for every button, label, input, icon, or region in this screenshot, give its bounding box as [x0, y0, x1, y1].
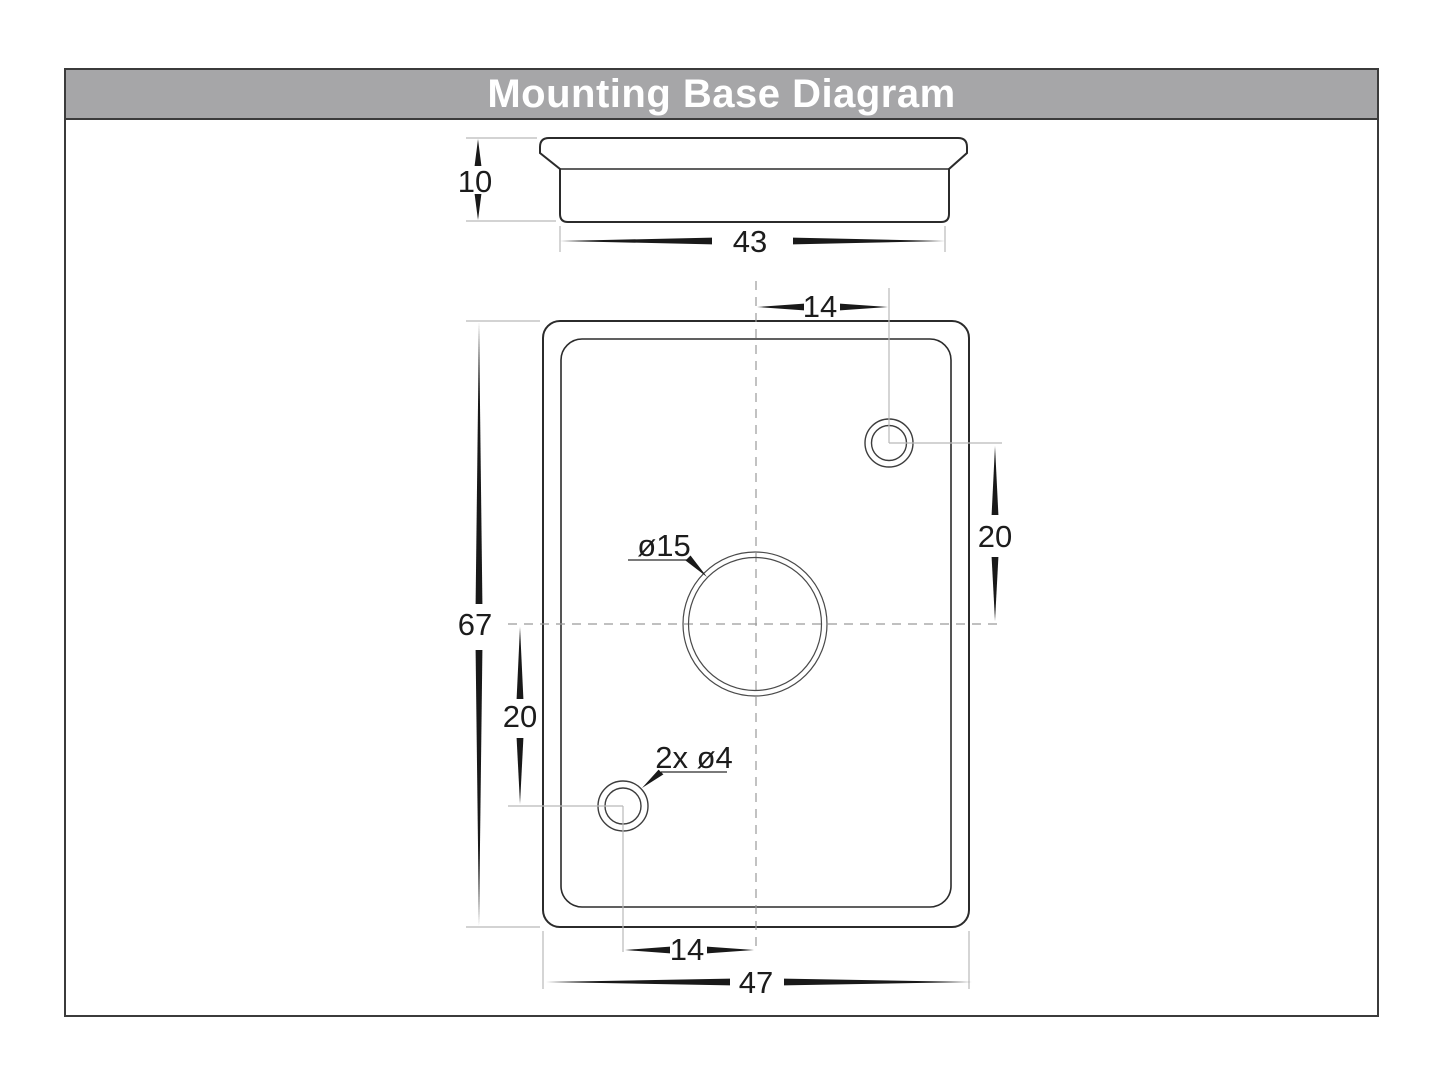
title-bar: Mounting Base Diagram [66, 70, 1377, 120]
page-frame: Mounting Base Diagram [64, 68, 1379, 1017]
page-title: Mounting Base Diagram [487, 71, 956, 116]
